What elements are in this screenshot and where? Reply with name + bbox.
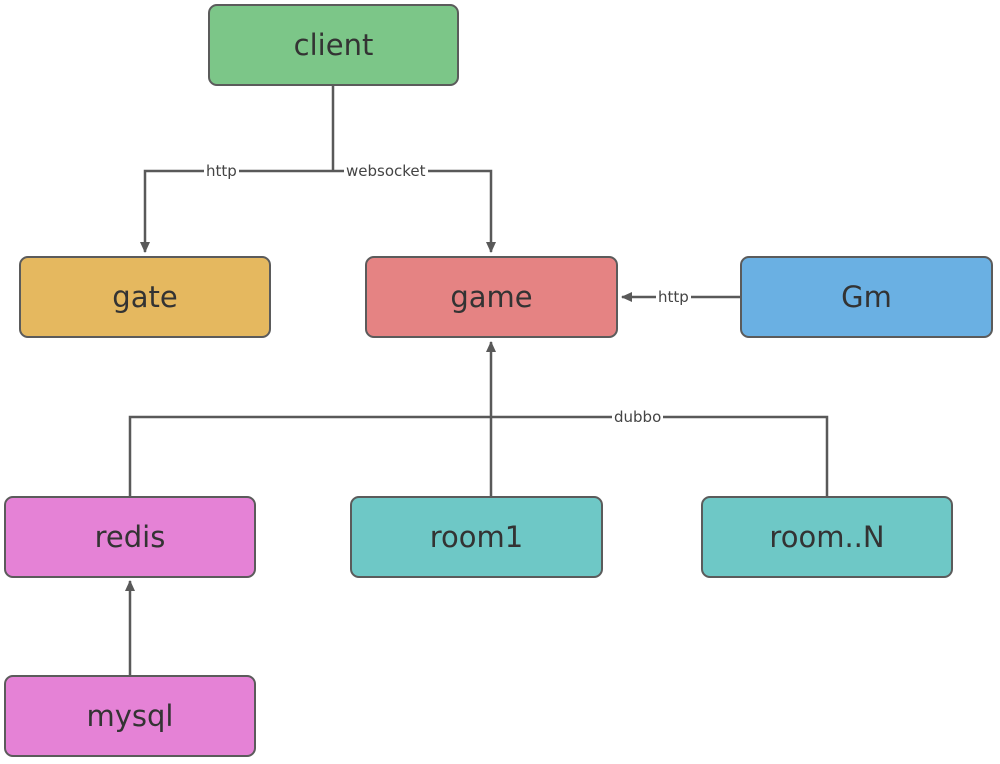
game-node[interactable]: game: [365, 256, 618, 338]
room1-node[interactable]: room1: [350, 496, 603, 578]
dubbo-bus-connector: [128, 415, 829, 496]
client-gate-edge-label: http: [204, 162, 239, 180]
gate-node[interactable]: gate: [19, 256, 271, 338]
client-game-edge-label: websocket: [344, 162, 428, 180]
redis-node[interactable]: redis: [4, 496, 256, 578]
gm-node[interactable]: Gm: [740, 256, 993, 338]
roomN-node[interactable]: room..N: [701, 496, 953, 578]
client-to-game-connector: [333, 169, 496, 253]
client-node[interactable]: client: [208, 4, 459, 86]
client-to-gate-connector: [140, 169, 333, 253]
gm-game-edge-label: http: [656, 288, 691, 306]
dubbo-edge-label: dubbo: [612, 408, 664, 426]
mysql-node[interactable]: mysql: [4, 675, 256, 757]
